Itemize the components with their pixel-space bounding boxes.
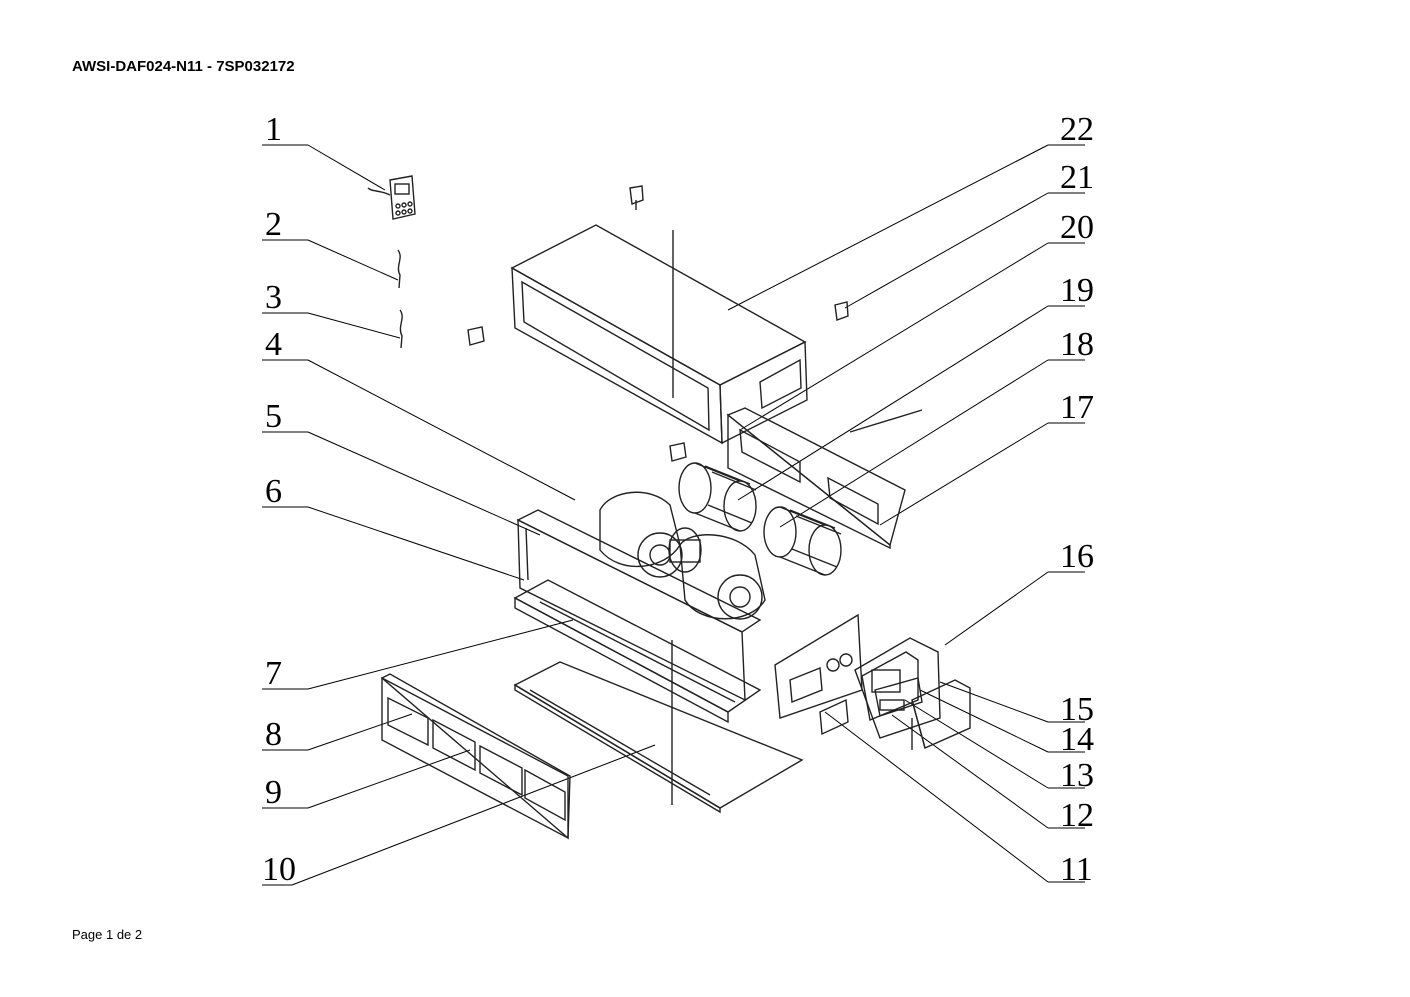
- callout-label-5: 5: [265, 398, 282, 435]
- callout-label-17: 17: [1060, 389, 1094, 426]
- callout-15: 15: [939, 681, 1094, 728]
- page-footer: Page 1 de 2: [72, 927, 143, 942]
- mounting-bracket-top: [629, 185, 644, 210]
- callout-6: 6: [262, 473, 525, 581]
- bottom-panel: [513, 640, 804, 814]
- callout-14: 14: [919, 689, 1094, 758]
- mounting-bracket-21: [834, 301, 849, 321]
- callout-label-18: 18: [1060, 326, 1094, 363]
- temperature-sensor-wire-a: [397, 249, 401, 289]
- callout-label-2: 2: [265, 206, 282, 243]
- callout-8: 8: [262, 713, 413, 753]
- callout-11: 11: [824, 711, 1093, 888]
- callout-17: 17: [879, 389, 1094, 526]
- mounting-bracket-middle: [669, 442, 687, 462]
- mounting-bracket-left: [467, 326, 485, 346]
- callout-9: 9: [262, 749, 471, 811]
- callout-label-19: 19: [1060, 272, 1094, 309]
- callout-22: 22: [727, 111, 1094, 311]
- blower-wheel-lower: [763, 506, 842, 576]
- callout-2: 2: [262, 206, 399, 281]
- callout-1: 1: [262, 111, 386, 191]
- wired-controller: [367, 175, 416, 220]
- callout-18: 18: [779, 326, 1094, 528]
- capacitor-bracket: [911, 679, 971, 750]
- callout-5: 5: [262, 398, 541, 536]
- callout-16: 16: [944, 538, 1094, 646]
- callout-label-22: 22: [1060, 111, 1094, 148]
- drain-pan: [513, 579, 762, 724]
- front-air-grille: [380, 673, 571, 840]
- callout-label-9: 9: [265, 774, 282, 811]
- callout-10: 10: [262, 744, 656, 888]
- callout-label-4: 4: [265, 326, 282, 363]
- callout-label-7: 7: [265, 655, 282, 692]
- callout-label-20: 20: [1060, 209, 1094, 246]
- callout-7: 7: [262, 619, 574, 692]
- callout-3: 3: [262, 279, 401, 339]
- control-board: [874, 677, 923, 717]
- callout-12: 12: [891, 714, 1094, 834]
- callout-20: 20: [739, 209, 1094, 431]
- callout-13: 13: [904, 699, 1094, 794]
- document-title: AWSI-DAF024-N11 - 7SP032172: [72, 58, 295, 75]
- fan-scroll-housing-left: [599, 491, 683, 578]
- callout-label-3: 3: [265, 279, 282, 316]
- callout-19: 19: [737, 272, 1094, 501]
- callout-21: 21: [844, 159, 1094, 309]
- electric-control-box: [854, 637, 941, 739]
- electric-box-cover: [774, 613, 863, 736]
- callout-label-1: 1: [265, 111, 282, 148]
- blower-wheel-upper: [678, 462, 757, 532]
- callout-label-21: 21: [1060, 159, 1094, 196]
- rear-access-panel: [726, 407, 923, 550]
- callout-label-16: 16: [1060, 538, 1094, 575]
- terminal-block: [879, 699, 905, 711]
- temperature-sensor-wire-b: [399, 309, 403, 349]
- fan-motor: [668, 527, 702, 573]
- callout-label-8: 8: [265, 716, 282, 753]
- callout-label-6: 6: [265, 473, 282, 510]
- callout-label-10: 10: [262, 851, 296, 888]
- top-cover-casing: [510, 224, 808, 445]
- callout-4: 4: [262, 326, 576, 501]
- fan-scroll-housing-right: [679, 534, 766, 620]
